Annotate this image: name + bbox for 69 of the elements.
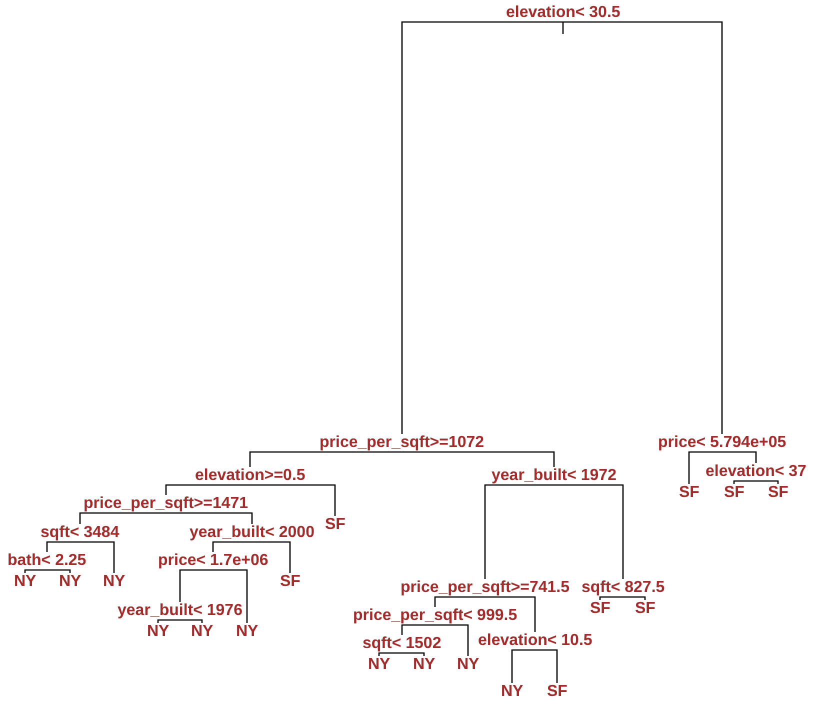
tree-branch — [378, 652, 402, 656]
split-condition: elevation>=0.5 — [195, 467, 306, 485]
tree-branch — [157, 619, 180, 623]
class-label: NY — [103, 573, 126, 591]
tree-branch — [180, 619, 203, 623]
tree-branch — [213, 569, 248, 623]
tree-branch — [435, 624, 469, 656]
class-label: NY — [413, 656, 436, 674]
class-label: NY — [457, 656, 480, 674]
tree-branch — [599, 596, 623, 600]
split-condition: price_per_sqft< 999.5 — [353, 607, 518, 625]
class-label: SF — [724, 484, 744, 502]
split-condition: elevation< 30.5 — [506, 4, 620, 22]
split-condition: price< 1.7e+06 — [158, 552, 268, 570]
split-condition: bath< 2.25 — [8, 552, 86, 570]
tree-branch — [79, 512, 166, 524]
tree-branch — [179, 569, 213, 602]
tree-branch — [485, 596, 536, 632]
split-condition: price< 5.794e+05 — [658, 434, 786, 452]
tree-branch — [80, 541, 115, 573]
tree-branch — [484, 484, 554, 579]
split-condition: year_built< 2000 — [190, 524, 314, 542]
split-condition: price_per_sqft>=1471 — [84, 495, 248, 513]
class-label: NY — [147, 623, 170, 641]
tree-branch — [623, 596, 646, 600]
tree-branch — [401, 21, 563, 434]
class-label: NY — [191, 623, 214, 641]
tree-branch — [688, 451, 722, 484]
tree-branch — [722, 451, 757, 463]
split-condition: price_per_sqft>=741.5 — [400, 579, 570, 597]
tree-branch — [46, 541, 80, 552]
class-label: SF — [280, 573, 300, 591]
tree-branch — [401, 624, 435, 635]
tree-branch — [511, 649, 535, 683]
tree-branch — [249, 451, 402, 467]
class-label: SF — [635, 600, 656, 618]
tree-branch — [24, 569, 47, 573]
class-label: NY — [501, 683, 524, 701]
class-label: SF — [325, 516, 346, 534]
tree-branch — [563, 21, 723, 434]
tree-branch — [554, 484, 624, 579]
split-condition: price_per_sqft>=1072 — [320, 434, 484, 452]
tree-branch — [756, 480, 779, 484]
class-label: NY — [236, 623, 258, 641]
tree-branch — [165, 484, 250, 495]
class-label: SF — [679, 484, 700, 502]
tree-branch — [212, 541, 252, 552]
split-condition: year_built< 1976 — [118, 602, 242, 620]
class-label: SF — [547, 683, 568, 701]
split-condition: elevation< 10.5 — [478, 632, 592, 650]
tree-branch — [402, 451, 555, 467]
tree-branch — [47, 569, 71, 573]
tree-branch — [434, 596, 485, 607]
class-label: NY — [59, 573, 82, 591]
tree-branch — [733, 480, 756, 484]
tree-branch — [250, 484, 336, 516]
split-condition: year_built< 1972 — [492, 467, 616, 485]
class-label: NY — [14, 573, 36, 591]
tree-branch — [402, 652, 425, 656]
class-label: SF — [768, 484, 788, 502]
class-label: NY — [368, 656, 390, 674]
tree-branch — [252, 541, 291, 573]
split-condition: sqft< 827.5 — [582, 579, 665, 597]
split-condition: elevation< 37 — [706, 463, 806, 481]
split-condition: sqft< 3484 — [40, 524, 120, 542]
tree-branch — [166, 512, 253, 524]
split-condition: sqft< 1502 — [362, 635, 442, 653]
tree-branch — [535, 649, 558, 683]
class-label: SF — [590, 600, 610, 618]
